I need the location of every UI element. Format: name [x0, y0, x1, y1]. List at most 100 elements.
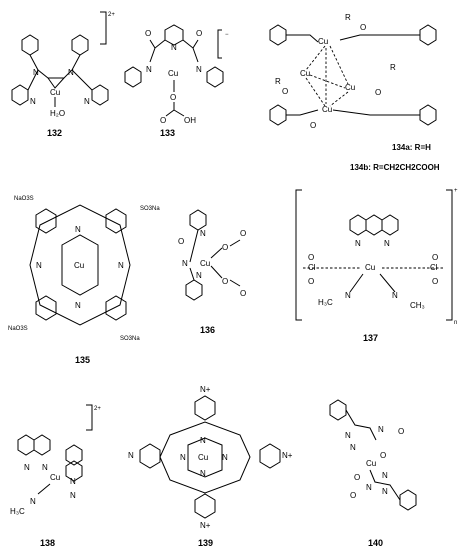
compound-number: 139: [198, 538, 213, 548]
charge-label: 2+: [94, 406, 101, 412]
atom-label: N: [70, 477, 76, 486]
atom-label: N: [222, 453, 228, 462]
compound-number: 132: [47, 128, 62, 138]
atom-label: N: [200, 469, 206, 478]
atom-label: O: [308, 253, 314, 262]
atom-label: N+: [200, 385, 211, 394]
atom-label: N: [84, 97, 90, 106]
atom-label: N: [75, 301, 81, 310]
atom-label: N: [382, 471, 388, 480]
atom-label: N: [118, 261, 124, 270]
atom-label: O: [240, 229, 246, 238]
atom-label: O: [170, 93, 176, 102]
compound-138: N N Cu N N N H₃C 2+ 138: [10, 404, 101, 548]
compound-number: 140: [368, 538, 383, 548]
charge-label: −: [225, 32, 229, 38]
atom-label: O: [222, 277, 228, 286]
atom-label: N: [355, 239, 361, 248]
atom-label: N: [345, 431, 351, 440]
substituent-label: NaO3S: [14, 196, 34, 202]
metal-label: Cu: [74, 261, 84, 270]
metal-label: Cu: [168, 69, 178, 78]
atom-label: O: [350, 491, 356, 500]
atom-label: O: [375, 88, 381, 97]
note-134a: 134a: R=H: [392, 143, 431, 152]
atom-label: N: [128, 451, 134, 460]
atom-label: N: [196, 271, 202, 280]
subscript-n: n: [454, 320, 457, 326]
atom-label: N: [196, 65, 202, 74]
atom-label: N: [36, 261, 42, 270]
charge-label: +: [454, 188, 458, 194]
atom-label: O: [310, 121, 316, 130]
atom-label: O: [222, 243, 228, 252]
metal-label: Cu: [50, 473, 60, 482]
atom-label: N: [146, 65, 152, 74]
atom-label: N: [378, 425, 384, 434]
metal-label: Cu: [200, 259, 210, 268]
atom-label: R: [345, 13, 351, 22]
note-134b: 134b: R=CH2CH2COOH: [350, 163, 440, 172]
atom-label: N: [68, 68, 74, 77]
atom-label: O: [240, 289, 246, 298]
metal-label: Cu: [50, 88, 60, 97]
atom-label: N: [366, 483, 372, 492]
compound-133: N O O N N Cu O O OH − 133: [124, 24, 229, 138]
compound-135: N N N N Cu NaO3S SO3Na NaO3S SO3Na 135: [8, 196, 160, 365]
atom-label: N: [171, 43, 177, 52]
atom-label: N: [180, 453, 186, 462]
atom-label: N: [24, 463, 30, 472]
compound-137: + n N N Cu Cl Cl O O O O N N H₃C CH₃ 137: [295, 188, 458, 343]
atom-label: N: [30, 497, 36, 506]
atom-label: H₃C: [10, 507, 25, 516]
atom-label: N: [30, 97, 36, 106]
atom-label: O: [432, 277, 438, 286]
atom-label: Cl: [308, 263, 316, 272]
atom-label: H₂O: [50, 109, 65, 118]
atom-label: O: [354, 473, 360, 482]
atom-label: O: [145, 29, 151, 38]
compound-134: Cu Cu Cu Cu R O O R R O O 134a: R=H 134b…: [269, 13, 440, 172]
atom-label: N: [182, 259, 188, 268]
atom-label: O: [398, 427, 404, 436]
atom-label: N: [200, 436, 206, 445]
substituent-label: SO3Na: [140, 206, 160, 212]
atom-label: N: [200, 229, 206, 238]
atom-label: H₃C: [318, 298, 333, 307]
metal-label: Cu: [318, 37, 328, 46]
compound-number: 138: [40, 538, 55, 548]
atom-label: O: [282, 87, 288, 96]
metal-label: Cu: [198, 453, 208, 462]
atom-label: O: [178, 237, 184, 246]
substituent-label: NaO3S: [8, 326, 28, 332]
atom-label: O: [308, 277, 314, 286]
atom-label: N+: [200, 521, 211, 530]
atom-label: R: [275, 77, 281, 86]
atom-label: N+: [282, 451, 293, 460]
atom-label: O: [160, 116, 166, 125]
atom-label: N: [384, 239, 390, 248]
atom-label: O: [360, 23, 366, 32]
atom-label: OH: [184, 116, 196, 125]
atom-label: N: [350, 443, 356, 452]
atom-label: Cl: [430, 263, 438, 272]
compound-number: 137: [363, 333, 378, 343]
atom-label: O: [380, 451, 386, 460]
compound-132: N N Cu N N H₂O 2+ 132: [11, 11, 115, 138]
atom-label: N: [392, 291, 398, 300]
atom-label: CH₃: [410, 301, 425, 310]
atom-label: N: [42, 463, 48, 472]
atom-label: N: [70, 491, 76, 500]
metal-label: Cu: [322, 105, 332, 114]
atom-label: N: [382, 487, 388, 496]
metal-label: Cu: [366, 459, 376, 468]
metal-label: Cu: [365, 263, 375, 272]
atom-label: O: [196, 29, 202, 38]
compound-136: N N O N Cu O O O O 136: [178, 209, 246, 335]
charge-label: 2+: [108, 12, 115, 18]
compound-number: 135: [75, 355, 90, 365]
metal-label: Cu: [300, 69, 310, 78]
atom-label: O: [432, 253, 438, 262]
atom-label: R: [390, 63, 396, 72]
